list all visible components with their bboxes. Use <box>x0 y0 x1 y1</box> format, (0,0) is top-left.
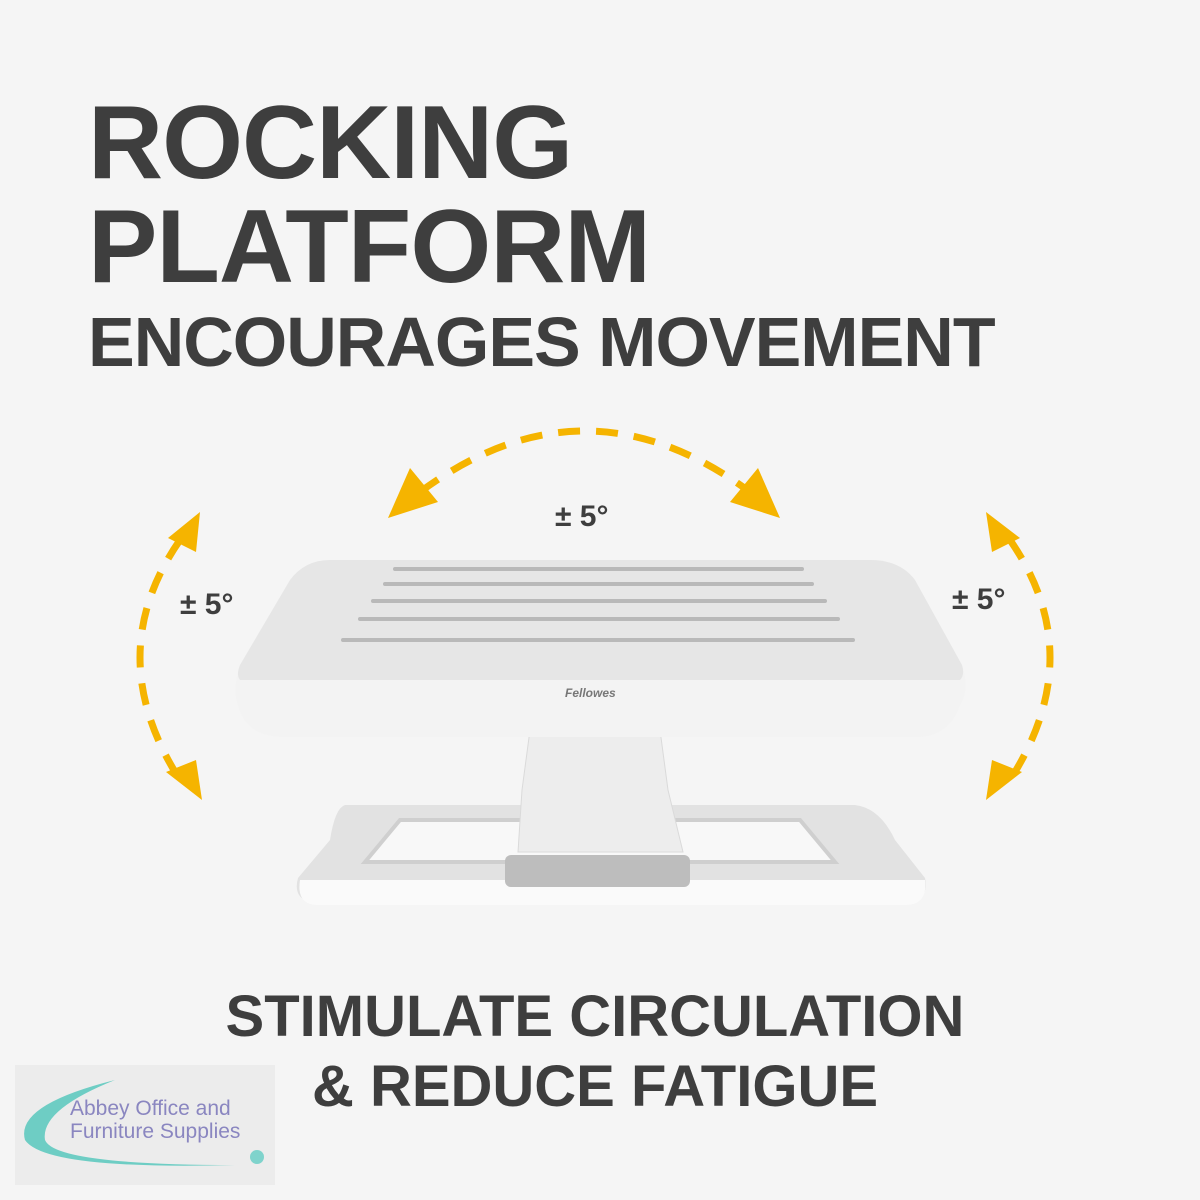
arrowhead-icon <box>166 760 202 800</box>
angle-label-right: ± 5° <box>952 583 1006 616</box>
headline-line-3: ENCOURAGES MOVEMENT <box>88 303 996 381</box>
arrowhead-icon <box>730 468 780 518</box>
logo-line-1: Abbey Office and <box>70 1097 231 1120</box>
store-logo: Abbey Office and Furniture Supplies <box>15 1065 275 1185</box>
arrowhead-icon <box>986 512 1020 552</box>
logo-swoosh-icon <box>24 1080 264 1166</box>
footrest-stem <box>517 729 684 853</box>
logo-line-2: Furniture Supplies <box>70 1120 241 1143</box>
tagline-line-2: & REDUCE FATIGUE <box>311 1054 879 1119</box>
angle-label-top: ± 5° <box>555 500 609 533</box>
tagline-line-1: STIMULATE CIRCULATION <box>225 984 965 1049</box>
headline-line-2: PLATFORM <box>88 189 651 305</box>
top-arc-arrow <box>417 427 753 495</box>
headline-line-1: ROCKING <box>88 85 573 201</box>
arrowhead-icon <box>388 468 438 518</box>
right-arc-arrow <box>1007 538 1054 782</box>
footrest-platform <box>235 560 966 737</box>
arrowhead-icon <box>986 760 1022 800</box>
brand-label: Fellowes <box>565 686 616 700</box>
arrowhead-icon <box>168 512 200 552</box>
left-arc-arrow <box>136 538 183 782</box>
angle-label-left: ± 5° <box>180 588 234 621</box>
rotation-arrows <box>136 427 1054 782</box>
